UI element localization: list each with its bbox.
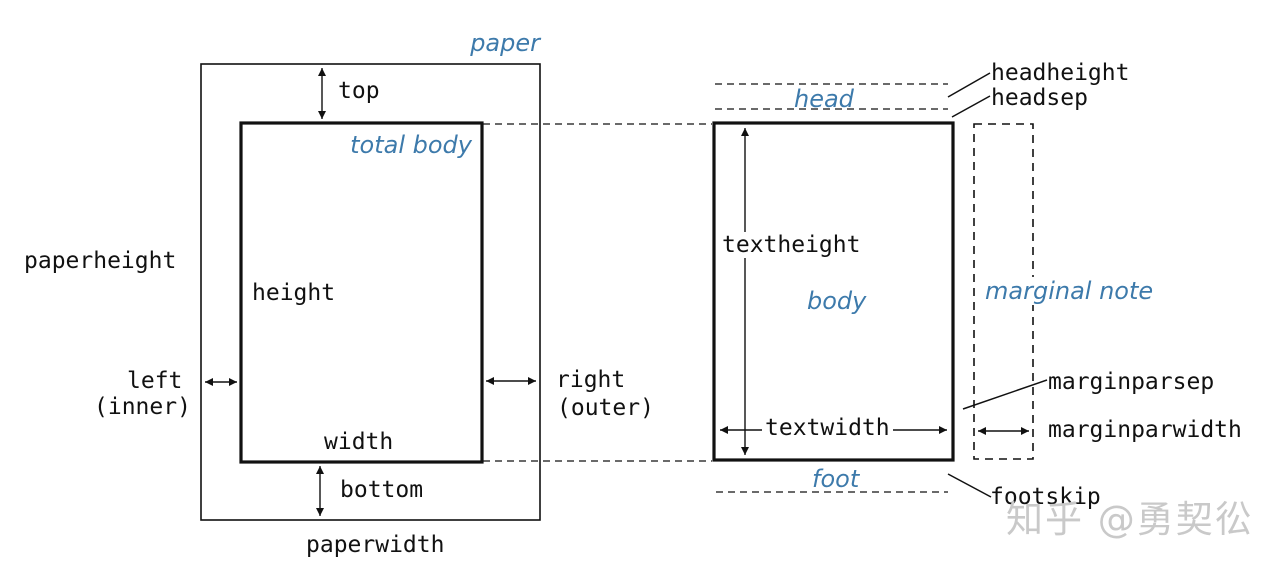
head-label: head bbox=[794, 85, 854, 113]
paper-label: paper bbox=[470, 29, 540, 57]
height-label: height bbox=[252, 280, 336, 306]
textheight-label: textheight bbox=[719, 232, 864, 258]
headheight-pointer-line bbox=[947, 72, 991, 98]
foot-label: foot bbox=[812, 465, 860, 493]
left-inner-label: (inner) bbox=[94, 394, 191, 420]
body-rect bbox=[712, 121, 955, 462]
total-body-label: total body bbox=[350, 131, 472, 159]
textwidth-label: textwidth bbox=[762, 415, 893, 441]
paperheight-label: paperheight bbox=[24, 248, 177, 274]
marginal-note-label: marginal note bbox=[982, 277, 1157, 305]
footskip-pointer-line bbox=[947, 473, 992, 498]
paper-rect bbox=[200, 63, 541, 521]
width-label: width bbox=[324, 429, 394, 455]
left-label: left bbox=[127, 368, 183, 394]
bottom-label: bottom bbox=[340, 477, 424, 503]
zhihu-watermark: 知乎 @勇契彸 bbox=[1006, 498, 1254, 541]
headsep-label: headsep bbox=[991, 85, 1088, 111]
marginparsep-label: marginparsep bbox=[1048, 369, 1215, 395]
headsep-pointer-line bbox=[951, 95, 991, 118]
paperwidth-label: paperwidth bbox=[306, 532, 445, 558]
right-label: right bbox=[556, 367, 626, 393]
marginparwidth-label: marginparwidth bbox=[1048, 417, 1242, 443]
footskip-label: footskip bbox=[990, 484, 1101, 510]
body-label: body bbox=[807, 287, 867, 315]
marginparsep-pointer-line bbox=[962, 379, 1048, 410]
headheight-label: headheight bbox=[991, 60, 1130, 86]
top-label: top bbox=[338, 78, 380, 104]
total-body-rect bbox=[239, 121, 484, 464]
right-outer-label: (outer) bbox=[557, 395, 654, 421]
